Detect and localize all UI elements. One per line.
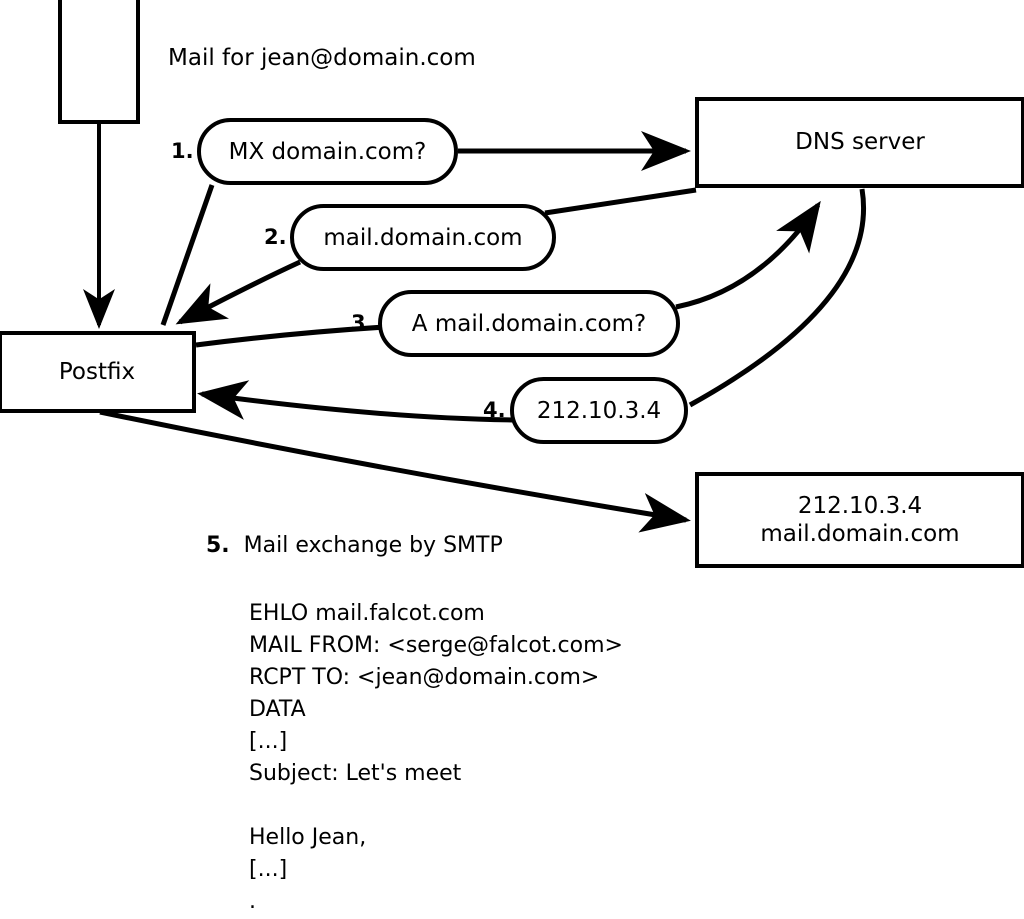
edge-postfix-to-target [99,409,691,533]
step-4-number: 4. [483,398,506,422]
bubble-step-2-label: mail.domain.com [323,224,523,251]
node-sender [58,0,140,124]
bubble-step-3-label: A mail.domain.com? [411,310,647,337]
node-dns-server-label: DNS server [795,129,925,156]
step-5-number: 5. [206,533,230,558]
bubble-step-4-label: 212.10.3.4 [536,397,662,424]
step-3-number: 3. [351,311,374,335]
node-dns-server: DNS server [695,97,1024,188]
smtp-transcript: EHLO mail.falcot.com MAIL FROM: <serge@f… [249,601,623,914]
bubble-step-4: 212.10.3.4 [510,377,688,444]
edge-dns-to-bubble4 [688,188,866,408]
step-5-label: 5. Mail exchange by SMTP [206,533,503,558]
edge-postfix-to-bubble3 [195,324,386,348]
step-1-number: 1. [171,139,194,163]
edge-postfix-to-bubble1 [160,184,215,326]
node-target-host: mail.domain.com [760,521,960,547]
edge-dns-to-bubble2 [544,187,697,216]
bubble-step-3: A mail.domain.com? [378,290,680,357]
bubble-step-2: mail.domain.com [290,204,556,271]
node-postfix-label: Postfix [58,358,136,385]
step-2-number: 2. [264,225,287,249]
edge-bubble2-to-postfix [175,259,302,325]
step-5-text: Mail exchange by SMTP [243,533,503,558]
node-postfix: Postfix [0,331,196,413]
edge-bubble4-to-postfix [197,380,514,423]
node-target-server: 212.10.3.4 mail.domain.com [695,472,1024,568]
bubble-step-1-label: MX domain.com? [228,138,427,165]
edge-bubble3-to-dns [675,200,821,310]
node-target-ip: 212.10.3.4 [797,492,923,519]
mail-for-label: Mail for jean@domain.com [168,45,476,71]
bubble-step-1: MX domain.com? [197,118,458,185]
